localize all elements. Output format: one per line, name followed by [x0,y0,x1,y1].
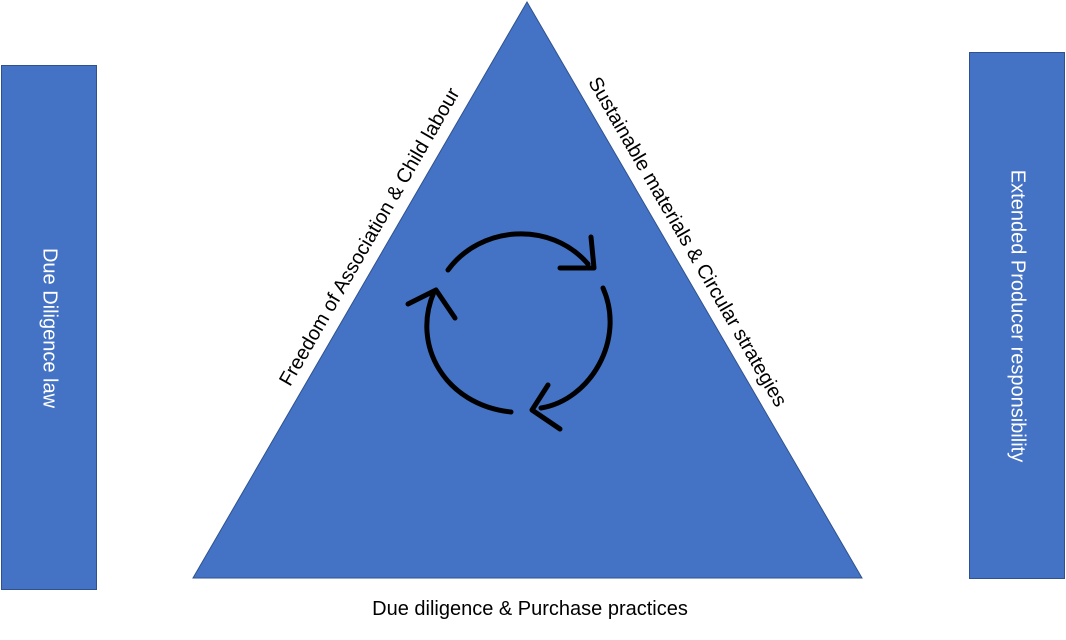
cycle-arrow-left [424,289,514,415]
cycle-arrowhead-right [529,382,563,432]
cycle-arrow-right [538,285,613,411]
cycle-arrow-top [445,231,591,273]
central-triangle [192,1,863,579]
bottom-caption: Due diligence & Purchase practices [372,598,688,620]
cycle-arrows-icon [405,231,613,432]
cycle-arrowhead-left [405,287,458,321]
extended-producer-responsibility-bar: Extended Producer responsibility [969,52,1065,579]
cycle-arrowhead-top [557,234,597,271]
due-diligence-law-bar: Due Diligence law [1,65,97,590]
